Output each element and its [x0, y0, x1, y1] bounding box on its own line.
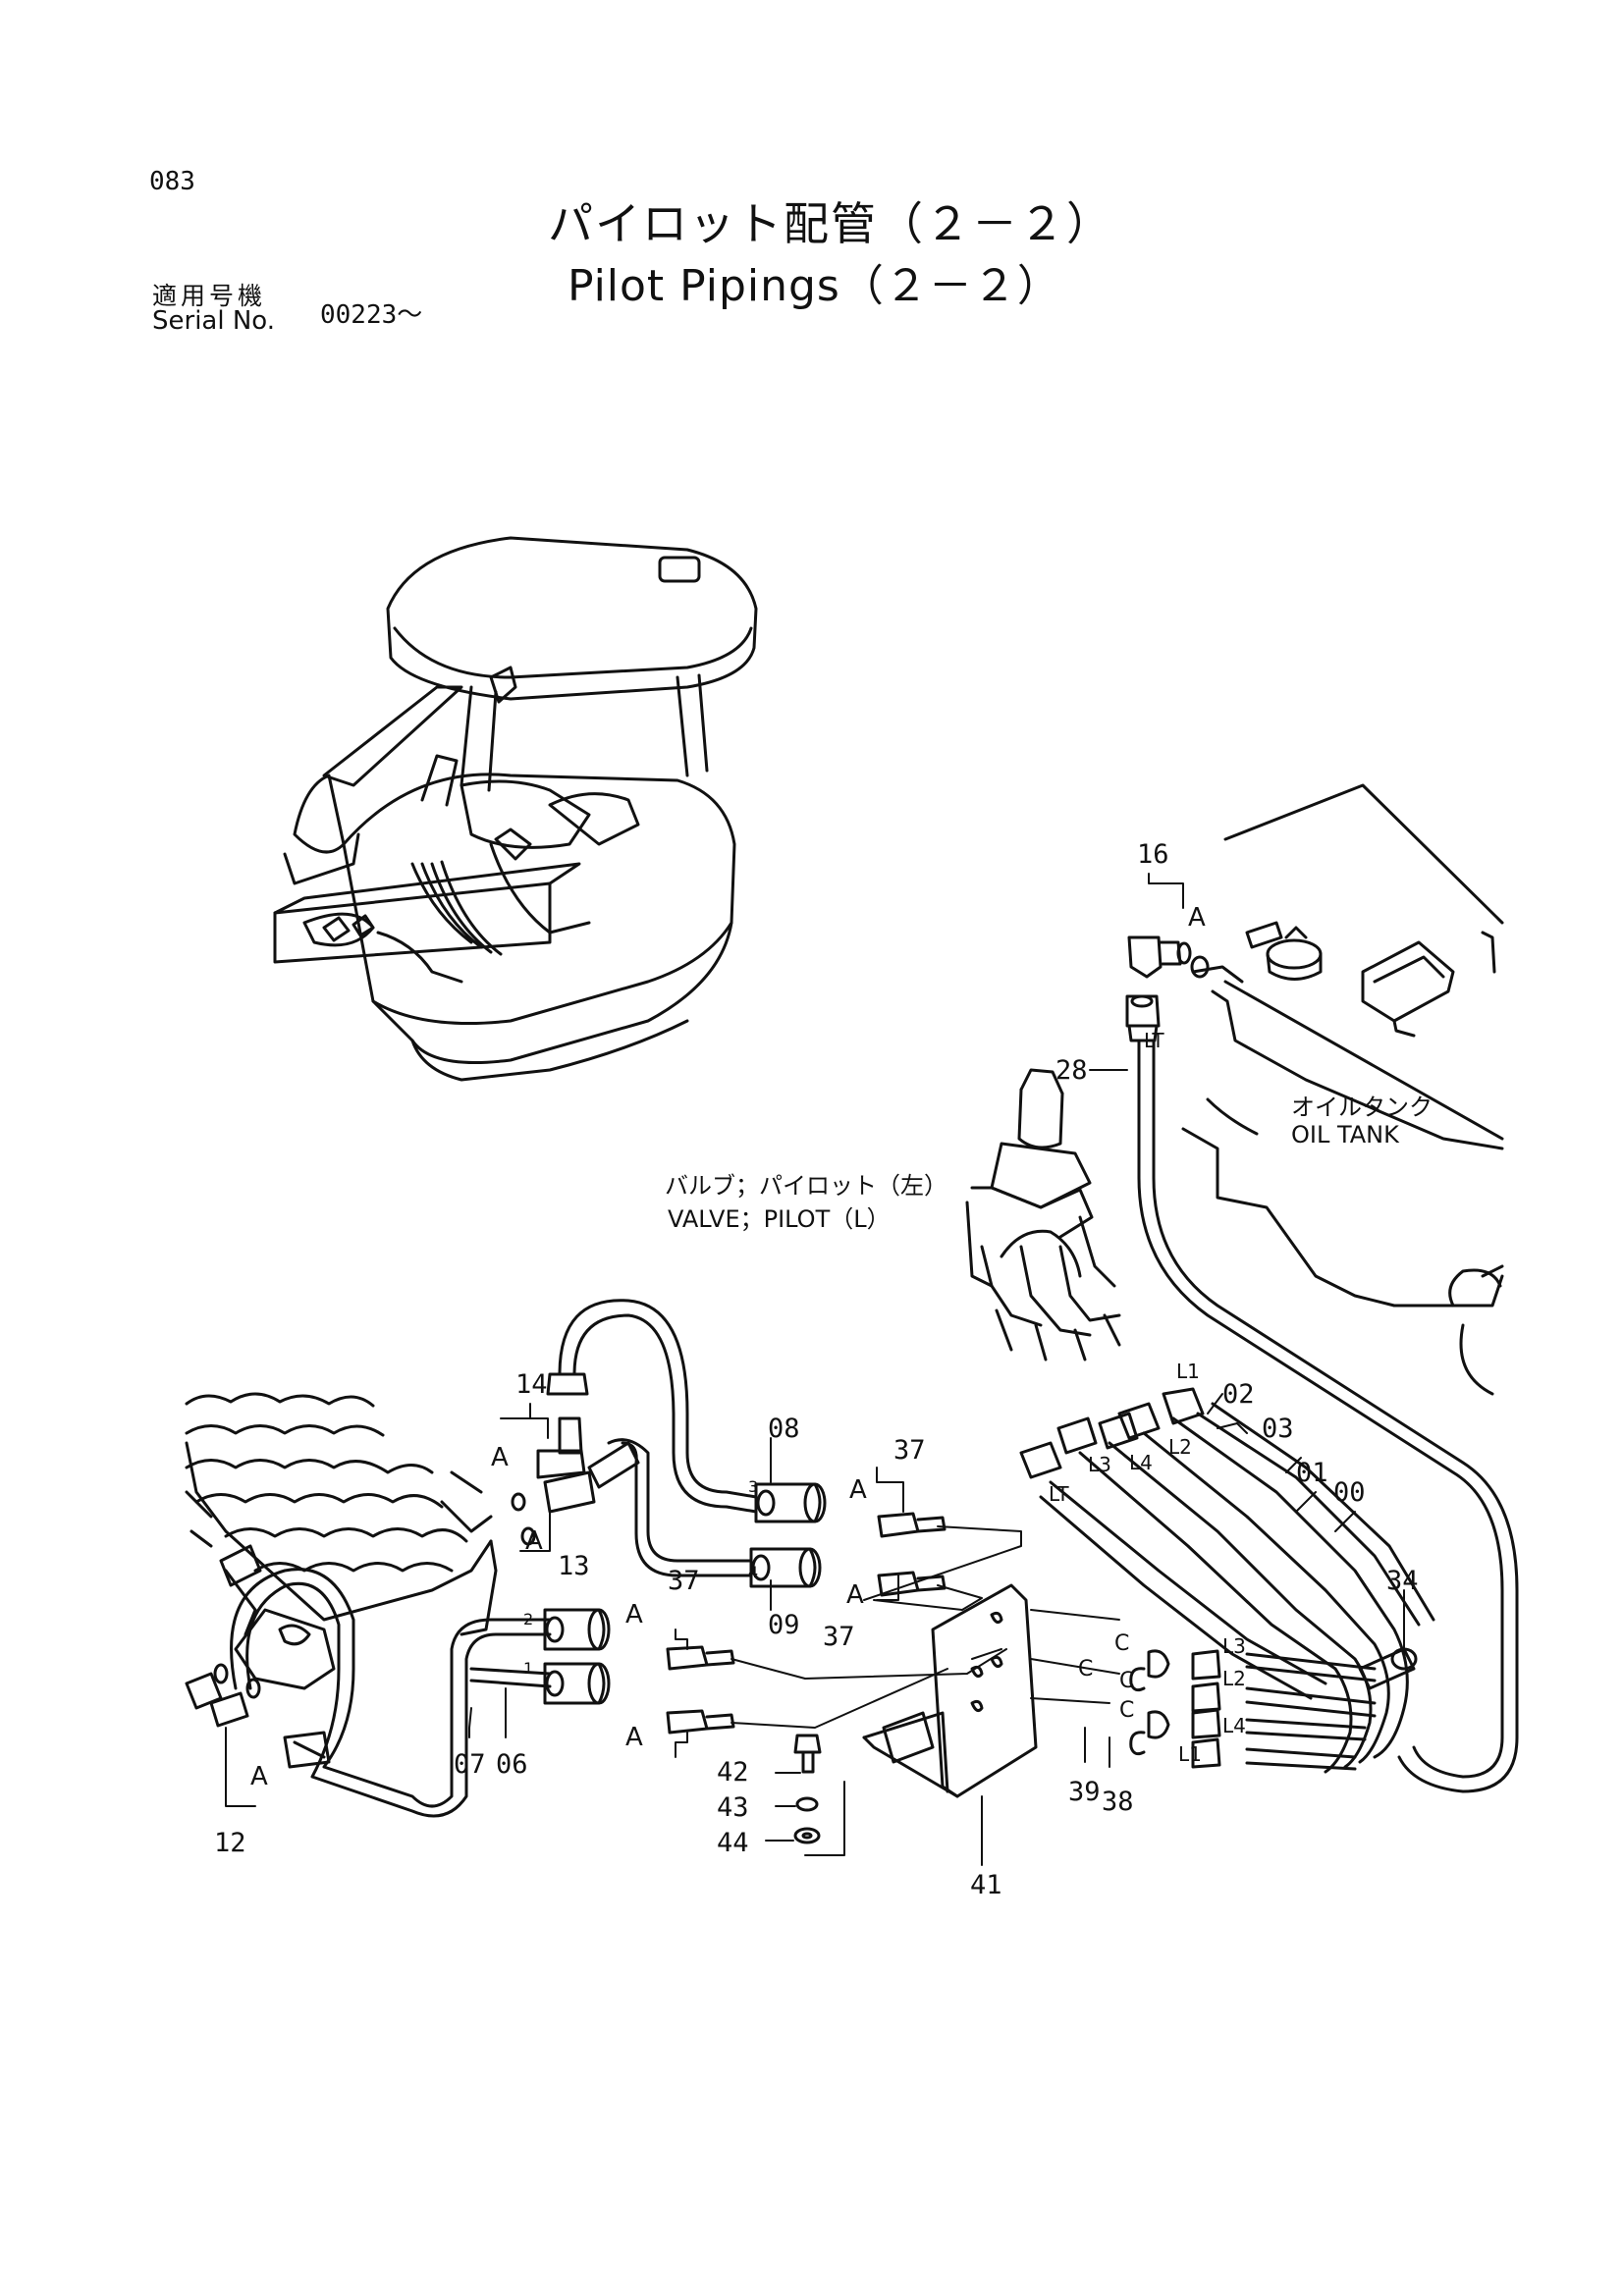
mark-l2: L2: [1168, 1435, 1192, 1459]
mark-c: C: [1078, 1657, 1094, 1682]
mark-c: C: [1119, 1669, 1135, 1693]
pilot-hoses: [230, 1039, 1519, 1818]
callout-14: 14: [515, 1369, 548, 1400]
callout-09: 09: [768, 1610, 800, 1640]
tank-label-english: OIL TANK: [1291, 1121, 1399, 1148]
callout-37-top: 37: [893, 1435, 926, 1466]
valve-label-english: VALVE；PILOT（L）: [668, 1205, 891, 1233]
mark-lt: LT: [1049, 1482, 1069, 1506]
mark-4: 4: [748, 1563, 759, 1581]
callout-37-left: 37: [668, 1566, 700, 1596]
mark-l4: L4: [1222, 1714, 1246, 1737]
callout-13: 13: [558, 1551, 590, 1581]
mark-l2: L2: [1222, 1667, 1246, 1690]
connection-leader-lines: [730, 1525, 1120, 1729]
callout-07: 07: [454, 1749, 486, 1780]
mark-l3: L3: [1222, 1634, 1246, 1658]
title-english: Pilot Pipings（２－２）: [568, 261, 1061, 311]
serial-label-japanese: 適用号機: [152, 282, 267, 310]
serial-value: 00223～: [320, 300, 423, 330]
mark-c: C: [1119, 1698, 1135, 1723]
callout-12: 12: [214, 1828, 246, 1858]
serial-label-english: Serial No.: [152, 306, 275, 336]
callout-16: 16: [1137, 839, 1169, 870]
tank-label-japanese: オイルタンク: [1291, 1094, 1433, 1121]
callout-06: 06: [496, 1749, 528, 1780]
valve-label-japanese: バルブ；パイロット（左）: [665, 1172, 947, 1200]
mark-lt: LT: [1144, 1029, 1164, 1052]
callout-44: 44: [717, 1828, 749, 1858]
callout-38: 38: [1102, 1787, 1134, 1817]
mark-l1: L1: [1176, 1360, 1200, 1383]
mark-a: A: [849, 1475, 867, 1505]
mark-a: A: [1188, 903, 1206, 933]
callout-42: 42: [717, 1757, 749, 1788]
pilot-valve-illustration: [965, 1068, 1121, 1362]
callout-41: 41: [970, 1870, 1002, 1900]
mark-c: C: [1114, 1631, 1130, 1656]
mark-a: A: [625, 1723, 643, 1752]
callout-34: 34: [1386, 1566, 1419, 1596]
mark-a: A: [625, 1600, 643, 1629]
mark-l1: L1: [1178, 1742, 1202, 1766]
mark-a: A: [491, 1443, 509, 1472]
callout-43: 43: [717, 1792, 749, 1823]
mark-2: 2: [523, 1610, 534, 1629]
mark-a: A: [525, 1526, 543, 1556]
machine-overview-illustration: [273, 536, 758, 1082]
mark-l4: L4: [1129, 1451, 1153, 1474]
callout-37-middle: 37: [823, 1622, 855, 1652]
callout-00: 00: [1333, 1477, 1366, 1508]
mark-3: 3: [748, 1477, 759, 1496]
callout-28: 28: [1055, 1055, 1088, 1086]
mark-a: A: [250, 1762, 268, 1791]
oil-tank-illustration: [1181, 783, 1504, 1396]
callout-08: 08: [768, 1414, 800, 1444]
hose-fittings: [185, 935, 1418, 1769]
page-number: 083: [149, 167, 195, 196]
mark-a: A: [846, 1580, 864, 1610]
bracket-illustration: [793, 1583, 1038, 1856]
mark-1: 1: [523, 1659, 534, 1678]
callout-39: 39: [1068, 1777, 1101, 1807]
callout-01: 01: [1296, 1458, 1328, 1488]
control-valve-illustration: [185, 1392, 498, 1690]
title-japanese: パイロット配管（２－２）: [548, 197, 1113, 250]
mark-l3: L3: [1088, 1453, 1111, 1476]
callout-03: 03: [1262, 1414, 1294, 1444]
callout-leader-lines: [225, 873, 1405, 1866]
callout-02: 02: [1222, 1379, 1255, 1410]
